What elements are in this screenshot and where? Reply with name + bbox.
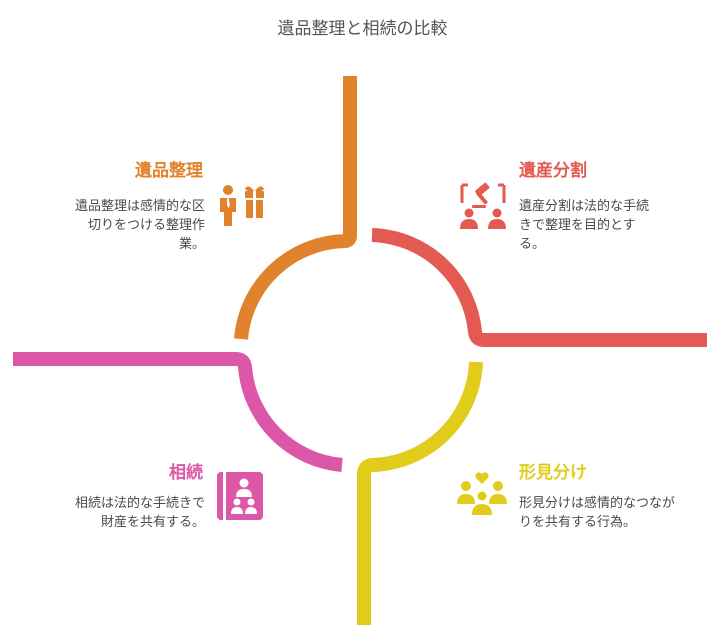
person-with-gift-icon bbox=[220, 185, 264, 226]
quadrant-desc-top-right: 遺産分割は法的な手続 きで整理を目的とす る。 bbox=[519, 197, 719, 254]
quadrant-title-top-right: 遺産分割 bbox=[519, 161, 587, 181]
gavel-people-icon bbox=[460, 182, 506, 229]
quadrant-title-bottom-left: 相続 bbox=[169, 463, 203, 483]
desc-line: りを共有する行為。 bbox=[519, 515, 637, 530]
desc-line: 財産を共有する。 bbox=[100, 515, 205, 530]
quadrant-desc-bottom-right: 形見分けは感情的なつなが りを共有する行為。 bbox=[519, 494, 719, 532]
quadrant-title-bottom-right: 形見分け bbox=[519, 463, 587, 483]
connector-red bbox=[371, 228, 707, 347]
quadrant-title-top-left: 遺品整理 bbox=[135, 161, 203, 181]
family-heart-icon bbox=[457, 472, 507, 515]
desc-line: 相続は法的な手続きで bbox=[74, 496, 205, 511]
desc-line: 業。 bbox=[178, 237, 205, 252]
desc-line: きで整理を目的とす bbox=[519, 218, 636, 233]
quadrant-desc-bottom-left: 相続は法的な手続きで 財産を共有する。 bbox=[5, 494, 205, 532]
connector-pink bbox=[13, 352, 343, 472]
family-document-icon bbox=[217, 472, 263, 520]
desc-line: 切りをつける整理作 bbox=[87, 218, 205, 233]
desc-line: 遺品整理は感情的な区 bbox=[74, 199, 205, 214]
desc-line: る。 bbox=[519, 237, 546, 252]
connector-yellow bbox=[357, 361, 483, 625]
desc-line: 遺産分割は法的な手続 bbox=[519, 199, 650, 214]
connector-orange bbox=[234, 76, 357, 340]
page-title: 遺品整理と相続の比較 bbox=[277, 19, 448, 39]
desc-line: 形見分けは感情的なつなが bbox=[519, 496, 676, 511]
quadrant-desc-top-left: 遺品整理は感情的な区 切りをつける整理作 業。 bbox=[5, 197, 205, 254]
